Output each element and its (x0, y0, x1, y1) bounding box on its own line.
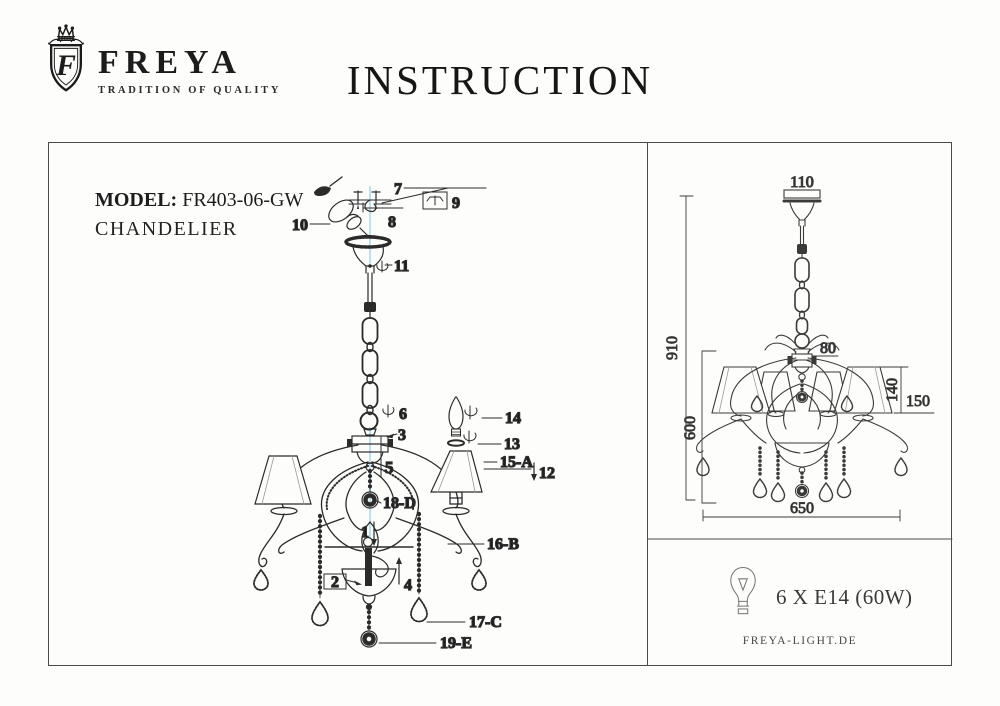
freya-shield-icon: F (47, 24, 85, 92)
dim-910: 910 (664, 195, 696, 501)
dim-hub: 80 (764, 334, 840, 381)
dim-shade-bottom: 150 (906, 393, 930, 410)
callout-6-label: 6 (399, 406, 407, 423)
dim-body (695, 357, 909, 503)
callout-12-label: 12 (539, 465, 555, 482)
callout-1-label: 1 (361, 524, 369, 541)
callout-3-label: 3 (398, 427, 406, 444)
dim-total-height: 910 (664, 336, 681, 360)
callout-7-label: 7 (394, 181, 402, 198)
lower-callouts: 16-B 17-C 19-E (378, 535, 520, 653)
page-title: INSTRUCTION (346, 57, 654, 103)
callout-9-label: 9 (452, 195, 460, 212)
hub-crystal-pendant: 18-D (361, 468, 416, 513)
dim-600: 600 (682, 350, 717, 504)
crown-icon (48, 24, 84, 45)
dim-canopy-width: 110 (790, 174, 813, 191)
bottom-assembly: 1 2 4 (323, 521, 414, 611)
left-lampshade (254, 455, 312, 505)
dim-140-150: 140 150 (879, 366, 935, 414)
detached-shade-parts: 14 13 15-A 12 (430, 396, 556, 493)
bulb-spec-text: 6 X E14 (60W) (776, 585, 913, 609)
anchor-kit-box: 9 (422, 191, 461, 213)
canopy (344, 234, 392, 274)
callout-8: 8 (362, 202, 404, 232)
callout-17c-label: 17-C (469, 614, 502, 631)
callout-10-label: 10 (292, 217, 308, 234)
callout-14-label: 14 (505, 410, 521, 427)
callout-2-label: 2 (331, 574, 339, 591)
bulb-icon (730, 567, 756, 615)
callout-11-label: 11 (394, 258, 409, 275)
callout-8-label: 8 (388, 214, 396, 231)
shield-outline (47, 42, 85, 92)
callout-3: 3 (386, 426, 407, 445)
dim-hub-width: 80 (820, 340, 836, 357)
callout-16b-label: 16-B (487, 536, 519, 553)
brand-name: FREYA (98, 44, 242, 81)
product-type: CHANDELIER (95, 218, 238, 240)
exploded-diagram: 7 9 8 10 11 (253, 176, 556, 653)
callout-13-label: 13 (504, 436, 520, 453)
model-value: FR403-06-GW (182, 189, 304, 211)
website-text: FREYA-LIGHT.DE (742, 635, 858, 647)
dimension-diagram: 110 80 (647, 173, 953, 540)
dim-diameter: 650 (790, 500, 814, 517)
loop-screw-6: 6 (382, 404, 408, 424)
model-info: MODEL: FR403-06-GW CHANDELIER (95, 186, 303, 244)
rod-and-chain (359, 272, 379, 431)
dim-shade-height: 140 (884, 378, 901, 402)
dim-body-height: 600 (682, 416, 699, 440)
callout-7: 7 (381, 180, 487, 204)
canopy-screw-11: 11 (368, 257, 410, 276)
content-frame (48, 142, 952, 666)
dim-650: 650 (702, 500, 901, 522)
callout-18d-label: 18-D (383, 495, 416, 512)
dim-canopy (782, 189, 822, 349)
brand-logo: F FREYA TRADITION OF QUALITY (44, 24, 281, 96)
callout-15a-label: 15-A (500, 454, 533, 471)
hanging-hook-part: 10 (291, 176, 369, 237)
model-label: MODEL: (95, 189, 178, 211)
callout-19e-label: 19-E (440, 635, 472, 652)
logo-monogram: F (55, 50, 76, 82)
brand-text: FREYA TRADITION OF QUALITY (98, 24, 282, 97)
callout-4-label: 4 (404, 577, 412, 594)
panel-divider (647, 142, 648, 666)
model-line: MODEL: FR403-06-GW (95, 186, 303, 215)
brand-tagline: TRADITION OF QUALITY (98, 85, 282, 96)
